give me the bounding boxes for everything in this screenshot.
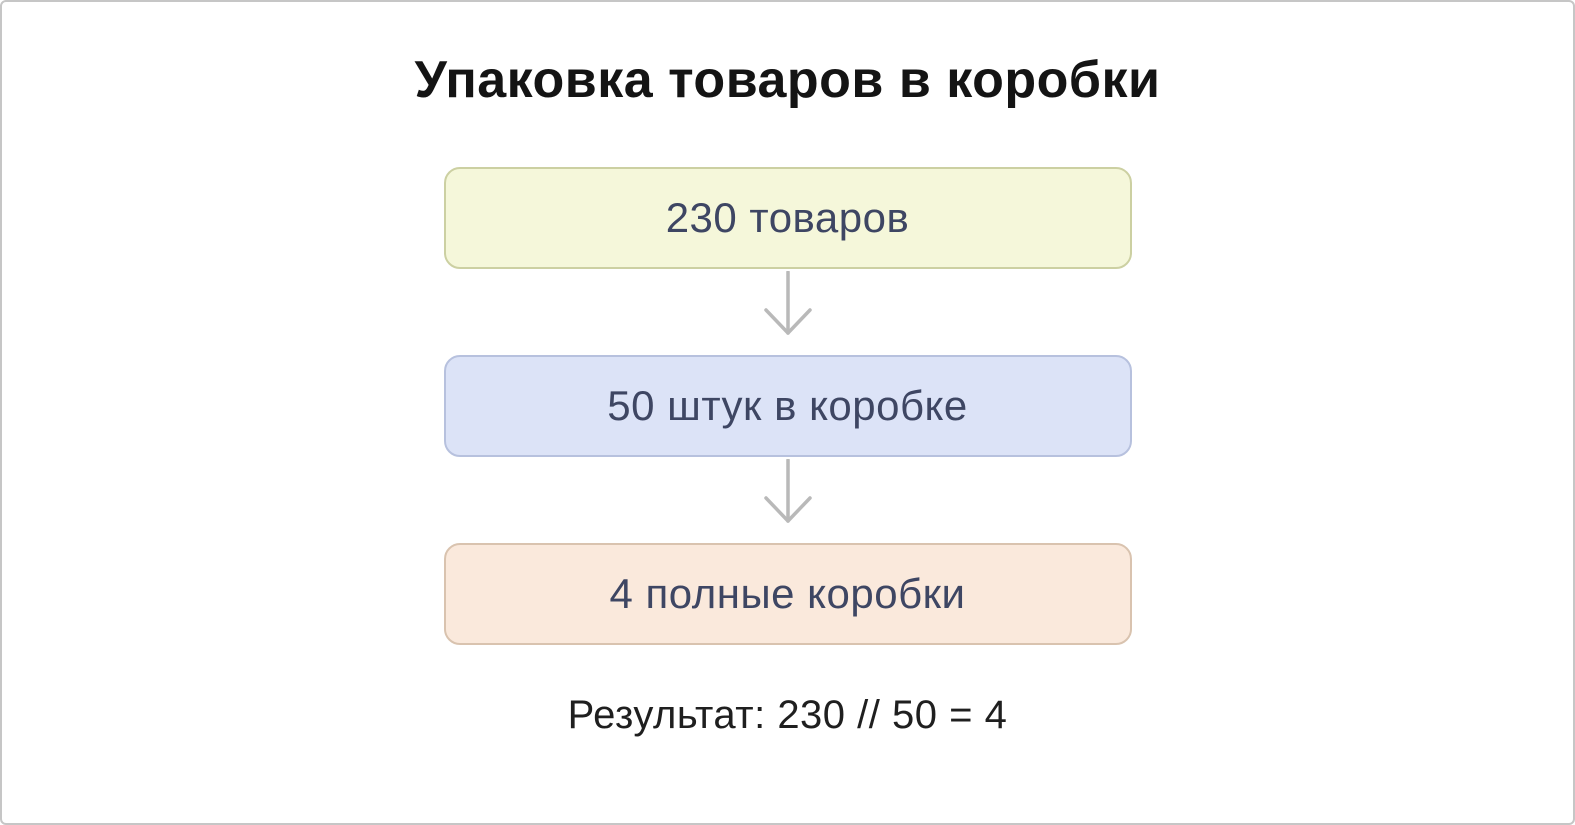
down-arrow-icon	[757, 269, 819, 355]
flow-diagram: 230 товаров 50 штук в коробке 4 полные к…	[2, 167, 1573, 646]
down-arrow-icon	[757, 457, 819, 543]
flow-step-items-per-box: 50 штук в коробке	[443, 355, 1132, 458]
diagram-title: Упаковка товаров в коробки	[414, 51, 1161, 109]
flow-step-full-boxes: 4 полные коробки	[443, 543, 1132, 646]
flow-step-total-items: 230 товаров	[443, 167, 1132, 270]
result-text: Результат: 230 // 50 = 4	[567, 693, 1008, 738]
